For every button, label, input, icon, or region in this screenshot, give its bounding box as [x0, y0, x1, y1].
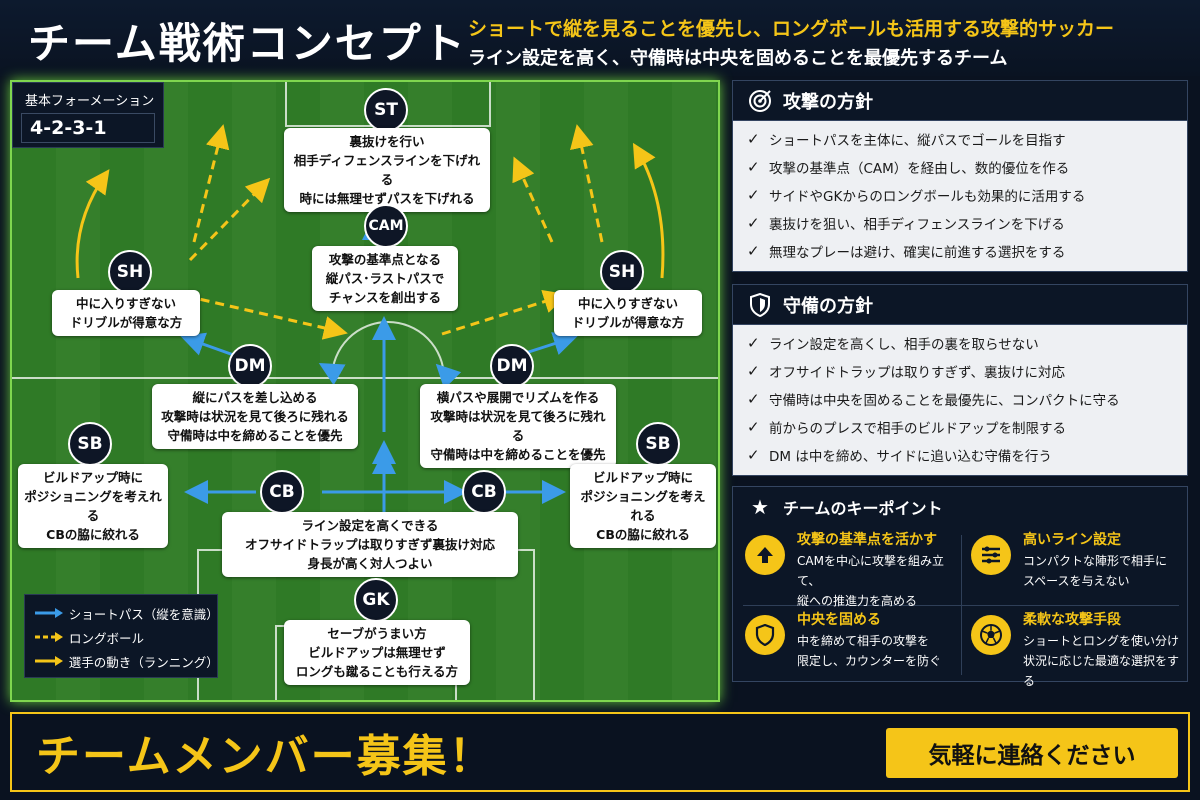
note-gk: セーブがうまい方ビルドアップは無理せずロングも蹴ることも行える方: [284, 620, 470, 685]
player-sh-right: SH: [600, 250, 644, 294]
note-sh-right: 中に入りすぎないドリブルが得意な方: [554, 290, 702, 336]
defense-panel-header: 守備の方針: [733, 285, 1187, 325]
player-dm-left: DM: [228, 344, 272, 388]
keypoints-header: ★ チームのキーポイント: [733, 487, 1187, 527]
note-st: 裏抜けを行い相手ディフェンスラインを下げれる時には無理せずパスを下げれる: [284, 128, 490, 212]
note-cb: ライン設定を高くできるオフサイドトラップは取りすぎず裏抜け対応身長が高く対人つよ…: [222, 512, 518, 577]
recruit-heading: チームメンバー募集！: [36, 731, 495, 782]
attack-panel: 攻撃の方針 ✓ショートパスを主体に、縦パスでゴールを目指す ✓攻撃の基準点（CA…: [732, 80, 1188, 272]
defense-title: 守備の方針: [783, 295, 873, 317]
check-icon: ✓: [747, 242, 760, 260]
note-cam: 攻撃の基準点となる縦パス･ラストパスでチャンスを創出する: [312, 246, 458, 311]
keypoint-2: 高いライン設定 コンパクトな陣形で相手にスペースを与えない: [967, 527, 1181, 603]
note-dm-left: 縦にパスを差し込める攻撃時は状況を見て後ろに残れる守備時は中を締めることを優先: [152, 384, 358, 449]
check-icon: ✓: [747, 214, 760, 232]
formation-value: 4-2-3-1: [21, 113, 155, 143]
subtitle-defense: ライン設定を高く、守備時は中央を固めることを最優先するチーム: [468, 48, 1008, 69]
arrow-up-icon: [745, 535, 785, 575]
list-item: ✓前からのプレスで相手のビルドアップを制限する: [747, 418, 1066, 437]
keypoints-panel: ★ チームのキーポイント 攻撃の基準点を活かす CAMを中心に攻撃を組み立て、縦…: [732, 486, 1188, 688]
legend-long-ball: ロングボール: [35, 627, 144, 647]
player-sb-right: SB: [636, 422, 680, 466]
keypoints-grid: 攻撃の基準点を活かす CAMを中心に攻撃を組み立て、縦への推進力を高める 高いラ…: [733, 527, 1187, 688]
keypoints-title: チームのキーポイント: [783, 499, 943, 518]
attack-title: 攻撃の方針: [783, 91, 873, 113]
short-pass-arrow-icon: [35, 608, 63, 618]
shield-icon: [747, 292, 773, 318]
legend-short-pass: ショートパス（縦を意識）: [35, 603, 219, 623]
defense-list: ✓ライン設定を高くし、相手の裏を取らせない ✓オフサイドトラップは取りすぎず、裏…: [733, 325, 1187, 475]
check-icon: ✓: [747, 130, 760, 148]
footer-banner: チームメンバー募集！ 気軽に連絡ください: [10, 712, 1190, 792]
check-icon: ✓: [747, 418, 760, 436]
check-icon: ✓: [747, 186, 760, 204]
list-item: ✓ライン設定を高くし、相手の裏を取らせない: [747, 334, 1039, 353]
attack-list: ✓ショートパスを主体に、縦パスでゴールを目指す ✓攻撃の基準点（CAM）を経由し…: [733, 121, 1187, 271]
check-icon: ✓: [747, 390, 760, 408]
running-arrow-icon: [35, 656, 63, 666]
keypoint-1: 攻撃の基準点を活かす CAMを中心に攻撃を組み立て、縦への推進力を高める: [741, 527, 955, 608]
formation-box: 基本フォーメーション 4-2-3-1: [12, 82, 164, 148]
legend-running: 選手の動き（ランニング）: [35, 651, 219, 671]
player-cb-left: CB: [260, 470, 304, 514]
player-sb-left: SB: [68, 422, 112, 466]
tactics-field: 基本フォーメーション 4-2-3-1 ST 裏抜けを行い相手ディフェンスラインを…: [10, 80, 720, 702]
check-icon: ✓: [747, 158, 760, 176]
player-cam: CAM: [364, 204, 408, 248]
list-item: ✓裏抜けを狙い、相手ディフェンスラインを下げる: [747, 214, 1065, 233]
player-gk: GK: [354, 578, 398, 622]
page-title: チーム戦術コンセプト: [28, 19, 467, 68]
keypoint-4: 柔軟な攻撃手段 ショートとロングを使い分け状況に応じた最適な選択をする: [967, 607, 1181, 688]
player-st: ST: [364, 88, 408, 132]
check-icon: ✓: [747, 334, 760, 352]
check-icon: ✓: [747, 446, 760, 464]
star-icon: ★: [751, 495, 769, 519]
contact-button[interactable]: 気軽に連絡ください: [886, 728, 1178, 778]
line-setting-icon: [971, 535, 1011, 575]
player-dm-right: DM: [490, 344, 534, 388]
list-item: ✓無理なプレーは避け、確実に前進する選択をする: [747, 242, 1066, 261]
subtitle-attack: ショートで縦を見ることを優先し、ロングボールも活用する攻撃的サッカー: [468, 18, 1115, 40]
keypoint-3: 中央を固める 中を締めて相手の攻撃を限定し、カウンターを防ぐ: [741, 607, 955, 683]
list-item: ✓サイドやGKからのロングボールも効果的に活用する: [747, 186, 1086, 205]
list-item: ✓ショートパスを主体に、縦パスでゴールを目指す: [747, 130, 1066, 149]
player-cb-right: CB: [462, 470, 506, 514]
long-ball-arrow-icon: [35, 632, 63, 642]
legend: ショートパス（縦を意識） ロングボール 選手の動き（ランニング）: [24, 594, 219, 678]
list-item: ✓オフサイドトラップは取りすぎず、裏抜けに対応: [747, 362, 1066, 381]
check-icon: ✓: [747, 362, 760, 380]
header: チーム戦術コンセプト ショートで縦を見ることを優先し、ロングボールも活用する攻撃…: [0, 0, 1200, 76]
soccer-ball-icon: [971, 615, 1011, 655]
formation-label: 基本フォーメーション: [25, 94, 155, 109]
note-dm-right: 横パスや展開でリズムを作る攻撃時は状況を見て後ろに残れる守備時は中を締めることを…: [420, 384, 616, 468]
target-icon: [747, 88, 773, 114]
list-item: ✓守備時は中央を固めることを最優先に、コンパクトに守る: [747, 390, 1120, 409]
list-item: ✓DM は中を締め、サイドに追い込む守備を行う: [747, 446, 1052, 465]
attack-panel-header: 攻撃の方針: [733, 81, 1187, 121]
player-sh-left: SH: [108, 250, 152, 294]
list-item: ✓攻撃の基準点（CAM）を経由し、数的優位を作る: [747, 158, 1070, 177]
note-sh-left: 中に入りすぎないドリブルが得意な方: [52, 290, 200, 336]
shield-icon: [745, 615, 785, 655]
defense-panel: 守備の方針 ✓ライン設定を高くし、相手の裏を取らせない ✓オフサイドトラップは取…: [732, 284, 1188, 476]
